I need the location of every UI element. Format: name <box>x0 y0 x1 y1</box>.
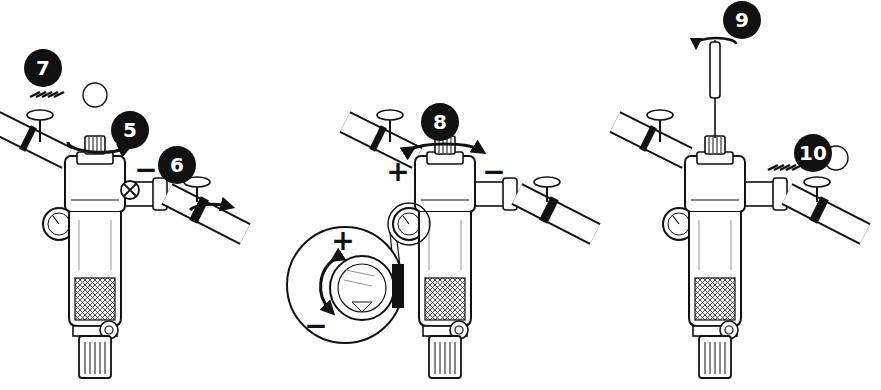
callout-number: 5 <box>111 111 149 149</box>
callout-number: 8 <box>421 103 459 141</box>
direction-sign: − <box>304 312 327 340</box>
direction-sign: − <box>482 158 505 186</box>
callout-number: 6 <box>158 146 196 184</box>
callout-number: 10 <box>794 134 832 172</box>
callout-number: 7 <box>24 49 62 87</box>
direction-sign: + <box>386 158 409 186</box>
callout-number: 9 <box>723 1 761 39</box>
direction-sign: − <box>134 156 157 184</box>
direction-sign: + <box>331 227 354 255</box>
